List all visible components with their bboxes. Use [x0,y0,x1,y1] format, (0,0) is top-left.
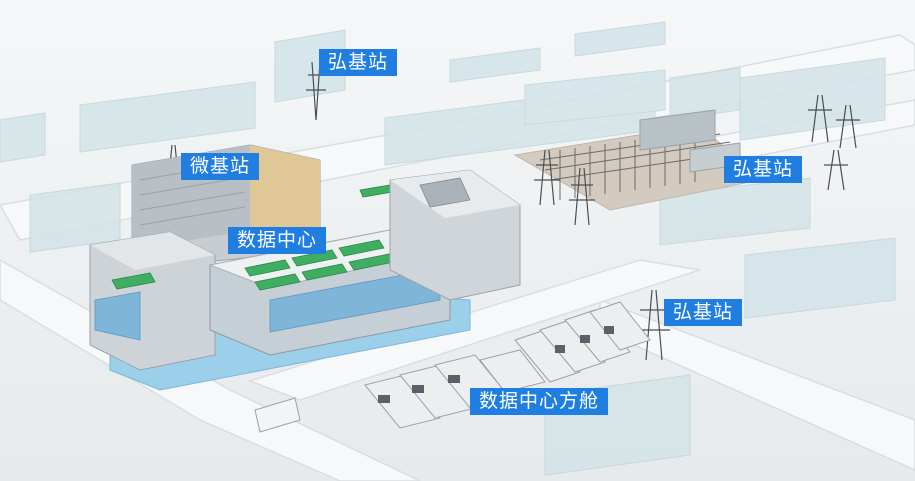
label-data-center: 数据中心 [228,227,327,254]
container-modules [254,301,651,433]
label-macro-station-right: 弘基站 [724,156,803,183]
label-macro-station-mid: 弘基站 [664,299,743,326]
label-macro-station-top: 弘基站 [319,49,398,76]
label-data-center-module: 数据中心方舱 [470,388,609,415]
data-center-building [89,144,521,391]
label-micro-station: 微基站 [181,153,260,180]
